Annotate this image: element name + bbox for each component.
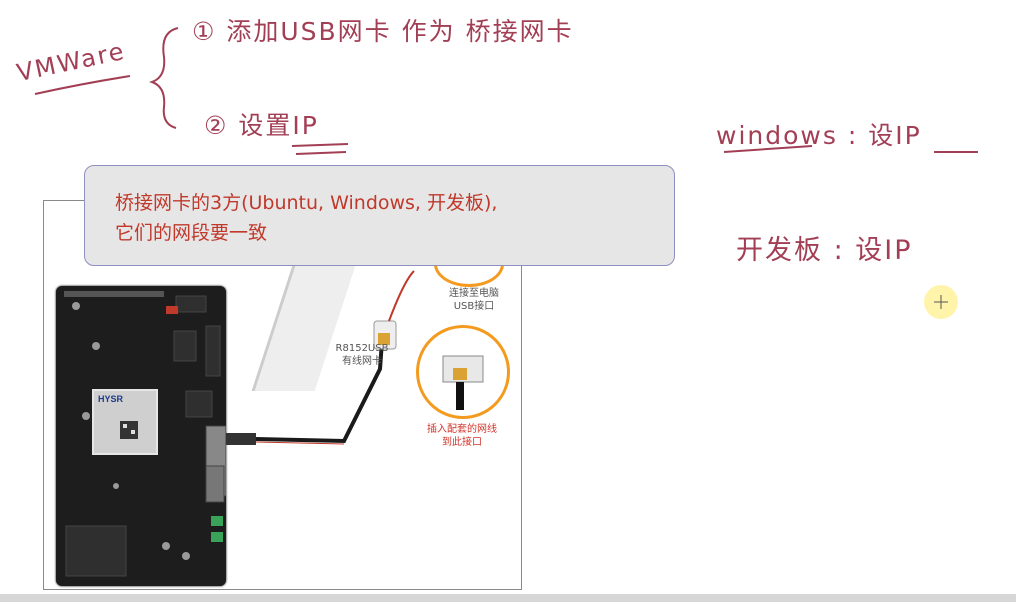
note-step2: ② 设置IP bbox=[204, 111, 319, 140]
underline-vmware bbox=[34, 75, 131, 95]
curly-brace bbox=[149, 27, 179, 129]
callout-line2: 它们的网段要一致 bbox=[115, 222, 268, 244]
usb-caption: 连接至电脑 USB接口 bbox=[449, 288, 499, 312]
underline-step2 bbox=[291, 143, 349, 155]
port-caption: 插入配套的网线 到此接口 bbox=[427, 424, 497, 448]
callout-line1: 桥接网卡的3方(Ubuntu, Windows, 开发板), bbox=[115, 192, 498, 214]
pen-cursor bbox=[924, 285, 958, 319]
port-circle bbox=[416, 325, 510, 419]
note-step1: ① 添加USB网卡 作为 桥接网卡 bbox=[192, 17, 574, 46]
bottom-bar bbox=[0, 594, 1016, 602]
underline-windows bbox=[723, 145, 978, 153]
module-brand: HYSR bbox=[98, 394, 124, 404]
card-caption: R8152USB 有线网卡 bbox=[335, 343, 389, 367]
som-module: HYSR bbox=[92, 389, 158, 455]
note-board: 开发板 : 设IP bbox=[736, 235, 913, 266]
network-cable bbox=[226, 270, 415, 445]
note-windows: windows : 设IP bbox=[716, 121, 922, 150]
callout-box: 桥接网卡的3方(Ubuntu, Windows, 开发板), 它们的网段要一致 bbox=[84, 165, 675, 266]
